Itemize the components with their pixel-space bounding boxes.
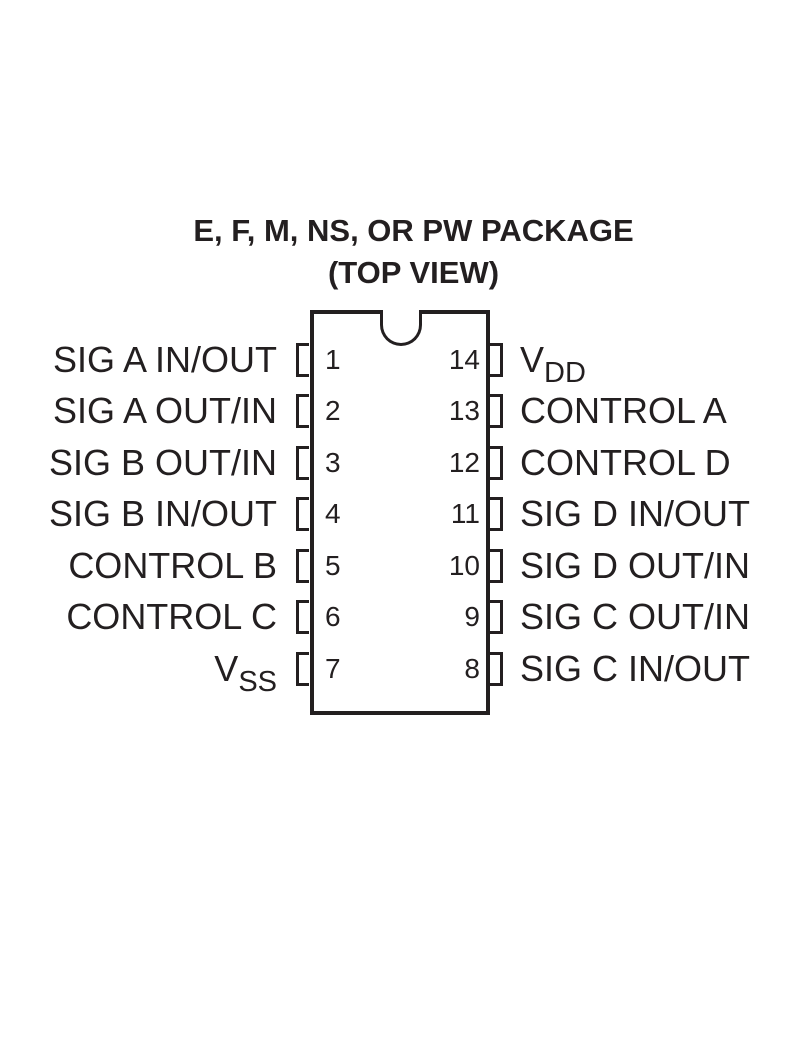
pin-3-number: 3 — [325, 447, 341, 478]
pin-12-label: CONTROL D — [520, 442, 731, 483]
pin-14-lead — [490, 343, 503, 377]
pin-5-lead — [296, 549, 309, 583]
pin-11-lead — [490, 497, 503, 531]
pin-11-label: SIG D IN/OUT — [520, 493, 751, 534]
pin-12-lead — [490, 446, 503, 480]
pin-2-label: SIG A OUT/IN — [52, 390, 277, 431]
pin1-notch — [380, 310, 422, 346]
pin-4-label: SIG B IN/OUT — [48, 493, 277, 534]
pin-7-label-sub: SS — [238, 666, 277, 698]
ic-package-body — [310, 310, 490, 715]
pin-4-number: 4 — [325, 498, 341, 529]
pin-13-number: 13 — [448, 395, 480, 426]
pin-14-label-main: V — [520, 339, 545, 380]
pin-9-lead — [490, 600, 503, 634]
pin-6-number: 6 — [325, 601, 341, 632]
pin-9-number: 9 — [464, 601, 480, 632]
pin-7-lead — [296, 652, 309, 686]
pin-5-number: 5 — [325, 550, 341, 581]
pin-2-number: 2 — [325, 395, 341, 426]
view-subtitle: (TOP VIEW) — [327, 255, 500, 290]
pin-10-label: SIG D OUT/IN — [520, 545, 751, 586]
pin-1-number: 1 — [325, 344, 341, 375]
pin-3-lead — [296, 446, 309, 480]
pin-8-label: SIG C IN/OUT — [520, 648, 751, 689]
pin-6-lead — [296, 600, 309, 634]
pin-10-lead — [490, 549, 503, 583]
pin-5-label: CONTROL B — [68, 545, 277, 586]
pin-8-number: 8 — [464, 653, 480, 684]
pin-7-number: 7 — [325, 653, 341, 684]
pin-7-label-main: V — [214, 648, 239, 689]
pin-12-number: 12 — [448, 447, 480, 478]
pin-13-label: CONTROL A — [520, 390, 727, 431]
pin-14-label-sub: DD — [544, 357, 586, 389]
pin-14-number: 14 — [448, 344, 480, 375]
pin-1-label: SIG A IN/OUT — [52, 339, 277, 380]
package-title: E, F, M, NS, OR PW PACKAGE — [193, 213, 634, 248]
pin-10-number: 10 — [448, 550, 480, 581]
pin-3-label: SIG B OUT/IN — [48, 442, 277, 483]
pin-9-label: SIG C OUT/IN — [520, 596, 751, 637]
pin-8-lead — [490, 652, 503, 686]
pin-14-label: VDD — [520, 342, 586, 388]
pin-6-label: CONTROL C — [66, 596, 277, 637]
pin-7-label: VSS — [214, 651, 277, 697]
pin-4-lead — [296, 497, 309, 531]
pin-13-lead — [490, 394, 503, 428]
pin-1-lead — [296, 343, 309, 377]
pin-11-number: 11 — [450, 498, 480, 529]
pin-2-lead — [296, 394, 309, 428]
